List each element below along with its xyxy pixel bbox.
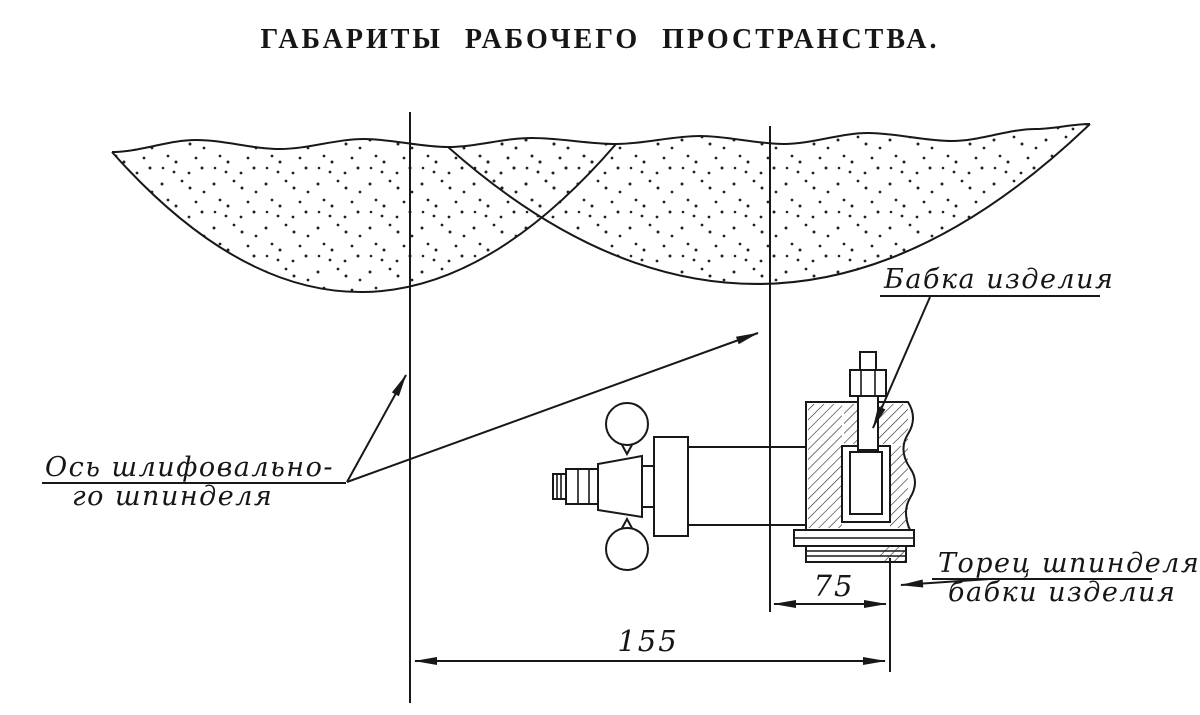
- spindle-collar: [565, 468, 599, 505]
- dim155-value: 155: [617, 624, 678, 658]
- envelope-arc-left: [111, 143, 617, 293]
- grinding-axis-leader-1: [346, 374, 407, 483]
- spindle-taper: [597, 454, 643, 519]
- spindle-body-cylinder: [687, 446, 813, 526]
- handwheel-top: [605, 402, 649, 446]
- dimension-75: 75: [773, 569, 887, 608]
- clamp-bolt-hex-head: [849, 369, 887, 397]
- centerlines: [409, 112, 891, 703]
- spindle-threaded-tip: [552, 473, 567, 500]
- headstock-top-band-hatch-right: [878, 404, 908, 444]
- spindle-face-leader: [900, 578, 991, 588]
- label-grinding-spindle-axis: Ось шлифовально- го шпинделя: [42, 332, 759, 512]
- grinding-axis-label-line2: го шпинделя: [72, 481, 273, 512]
- spindle-face-label-line1: Торец шпинделя: [938, 548, 1200, 579]
- spindle-neck: [641, 465, 655, 508]
- label-headstock: Бабка изделия: [872, 264, 1114, 429]
- grinding-axis-leader-2: [346, 332, 759, 483]
- spindle-flange: [653, 436, 689, 537]
- clamp-bolt-stud: [859, 351, 877, 371]
- headstock-leader: [872, 296, 931, 429]
- dimension-155: 155: [414, 624, 886, 665]
- headstock-left-wall-hatch: [808, 404, 842, 528]
- spindle-face-label-line2: бабки изделия: [948, 577, 1176, 608]
- label-spindle-face: Торец шпинделя бабки изделия: [900, 548, 1200, 608]
- handwheel-bottom: [605, 527, 649, 571]
- spindle-quill-end: [849, 451, 883, 515]
- grinding-axis-label-line1: Ось шлифовально-: [45, 452, 334, 483]
- workpiece-headstock: [793, 351, 916, 563]
- headstock-top-band-hatch-left: [844, 404, 858, 444]
- grinding-spindle-assembly: [552, 402, 813, 571]
- base-plate-hatch: [880, 547, 905, 561]
- drawing-title: ГАБАРИТЫ РАБОЧЕГО ПРОСТРАНСТВА.: [261, 24, 940, 55]
- dim75-value: 75: [814, 569, 855, 603]
- headstock-label: Бабка изделия: [883, 264, 1114, 295]
- headstock-right-wall-hatch: [890, 446, 908, 528]
